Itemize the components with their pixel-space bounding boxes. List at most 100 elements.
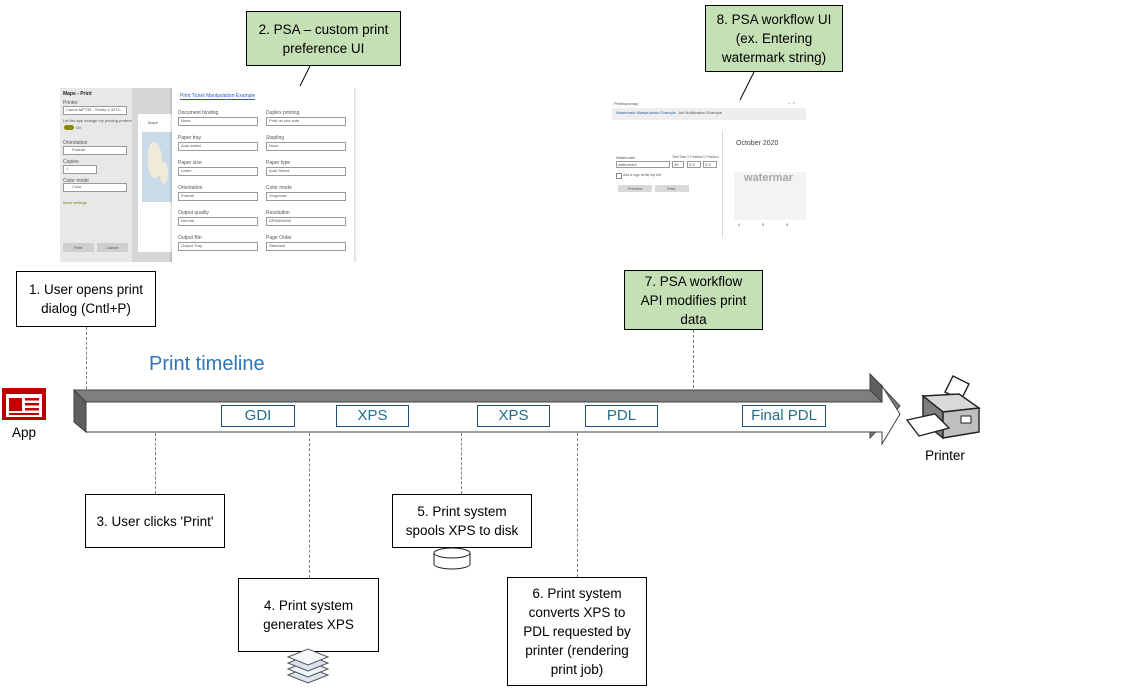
- step-6-line5: print job): [550, 662, 604, 677]
- print-button-label: Print: [74, 245, 83, 250]
- copies-input-value: 1: [66, 166, 69, 171]
- printer-select-value: Canon MF735 - Studio 4 3274...: [66, 107, 123, 112]
- ptm-fields-grid: Document binding None Paper tray Auto se…: [176, 106, 352, 256]
- copies-input[interactable]: [63, 165, 97, 174]
- connector-step1: [86, 327, 87, 389]
- pref-toggle-text: On: [76, 125, 82, 130]
- ptm-title: Print Ticket Manipulation Example: [180, 93, 256, 100]
- ptm-field-select[interactable]: [178, 217, 258, 226]
- step-1-box: 1. User opens print dialog (Cntl+P): [16, 271, 156, 327]
- ptm-field-label: Paper type: [266, 160, 291, 166]
- ptm-field-select[interactable]: [178, 192, 258, 201]
- printer-icon: [905, 375, 981, 440]
- ptm-field-select[interactable]: [266, 192, 346, 201]
- color-mode-select-value: Color: [72, 184, 82, 189]
- ptm-field-value: Letter: [181, 168, 192, 173]
- calendar-day: 5: [762, 222, 765, 227]
- step-3-line1: 3. User clicks 'Print': [96, 513, 214, 529]
- copies-label: Copies: [63, 159, 79, 165]
- cancel-button[interactable]: [97, 243, 128, 252]
- ptm-field-value: None: [181, 118, 191, 123]
- ptm-field-select[interactable]: [266, 167, 346, 176]
- x-position-value: 0.5: [689, 162, 695, 167]
- pref-toggle[interactable]: [64, 125, 74, 130]
- ptm-field-label: Paper size: [178, 160, 202, 166]
- ptm-field-select[interactable]: [178, 142, 258, 151]
- watermark-input-value: watermark: [618, 162, 637, 167]
- logo-checkbox[interactable]: [616, 173, 622, 179]
- step-4-box: 4. Print system generates XPS: [238, 578, 379, 652]
- print-button[interactable]: [63, 243, 94, 252]
- x-position-input[interactable]: [687, 161, 701, 168]
- connector-step5: [461, 433, 462, 494]
- step-8-line1: 8. PSA workflow UI: [716, 12, 832, 27]
- ptm-field-value: Auto Select: [269, 168, 290, 173]
- y-position-label: Y Position: [703, 155, 719, 159]
- ptm-field-value: None: [269, 143, 279, 148]
- printer-label: Printer: [63, 100, 78, 106]
- stage-xps-2: XPS: [477, 405, 550, 427]
- text-size-label: Text Size: [672, 155, 687, 159]
- ptm-field-label: Orientation: [178, 185, 203, 191]
- map-thumbnail: [142, 132, 172, 202]
- print-button-workflow[interactable]: [655, 185, 689, 192]
- ptm-field-select[interactable]: [178, 242, 258, 251]
- preview-tab: Maps: [148, 120, 158, 125]
- ptm-field-label: Color mode: [266, 185, 292, 191]
- ptm-field-value: Portrait: [181, 193, 194, 198]
- step-8-line2: (ex. Entering: [735, 31, 813, 46]
- tab-watermark[interactable]: Watermark Manipulation Example: [616, 110, 676, 115]
- step-1-line1: 1. User opens print: [28, 282, 144, 297]
- callout-line-step2: [299, 65, 311, 87]
- print-dialog-left-panel: [60, 88, 132, 262]
- step-5-box: 5. Print system spools XPS to disk: [392, 494, 532, 548]
- ptm-field-label: Paper tray: [178, 135, 202, 141]
- workflow-tabs-bar: [612, 108, 806, 120]
- ptm-field-select[interactable]: [266, 142, 346, 151]
- workflow-ui-title: Printtopicmap: [614, 101, 639, 106]
- workflow-ui-window-controls[interactable]: – ×: [788, 100, 795, 105]
- y-position-input[interactable]: [703, 161, 717, 168]
- tab-job-notification[interactable]: Job Notification Example: [678, 110, 723, 115]
- ptm-field-label: Output quality: [178, 210, 209, 216]
- step-2-box: 2. PSA – custom print preference UI: [246, 11, 401, 66]
- connector-step6: [577, 433, 578, 577]
- watermark-input[interactable]: [616, 161, 670, 168]
- step-7-line3: data: [680, 311, 707, 327]
- stage-final-pdl: Final PDL: [742, 405, 826, 427]
- ptm-field-select[interactable]: [266, 217, 346, 226]
- text-size-input[interactable]: [672, 161, 684, 168]
- step-3-box: 3. User clicks 'Print': [85, 494, 225, 548]
- orientation-label: Orientation: [63, 140, 88, 146]
- ptm-field-value: Output Tray: [181, 243, 202, 248]
- printer-select[interactable]: [63, 106, 127, 115]
- ptm-field-select[interactable]: [266, 117, 346, 126]
- preview-button[interactable]: [618, 185, 652, 192]
- ptm-field-value: DPI600x600: [269, 218, 292, 223]
- timeline-title: Print timeline: [149, 353, 265, 375]
- app-window-icon: [2, 388, 46, 420]
- ptm-field-label: Stapling: [266, 135, 285, 141]
- printer-label: Printer: [925, 448, 965, 463]
- step-7-line2: API modifies print: [640, 292, 747, 308]
- ptm-field-select[interactable]: [178, 117, 258, 126]
- ptm-field-select[interactable]: [178, 167, 258, 176]
- print-dialog-screenshot: Maps - Print Printer Canon MF735 - Studi…: [60, 88, 360, 262]
- ptm-field-value: Normal: [181, 218, 194, 223]
- ptm-field-select[interactable]: [266, 242, 346, 251]
- orientation-select-value: Portrait: [72, 147, 85, 152]
- calendar-day: 6: [786, 222, 789, 227]
- step-4-line1: 4. Print system: [263, 598, 354, 613]
- more-settings-link[interactable]: More settings: [63, 200, 88, 205]
- ptm-field-label: Resolution: [266, 210, 290, 216]
- pref-text: Let the app change my printing preferenc…: [63, 118, 141, 123]
- step-6-box: 6. Print system converts XPS to PDL requ…: [507, 577, 647, 686]
- logo-checkbox-label: Add a logo at the top left: [623, 173, 661, 177]
- step-5-line1: 5. Print system: [417, 504, 507, 519]
- ptm-field-label: Page Order: [266, 235, 292, 241]
- orientation-select[interactable]: [63, 146, 127, 155]
- watermark-preview-text: watermar: [744, 172, 793, 184]
- step-7-line1: 7. PSA workflow: [644, 273, 743, 289]
- calendar-title: October 2020: [736, 140, 779, 147]
- color-mode-select[interactable]: [63, 183, 127, 192]
